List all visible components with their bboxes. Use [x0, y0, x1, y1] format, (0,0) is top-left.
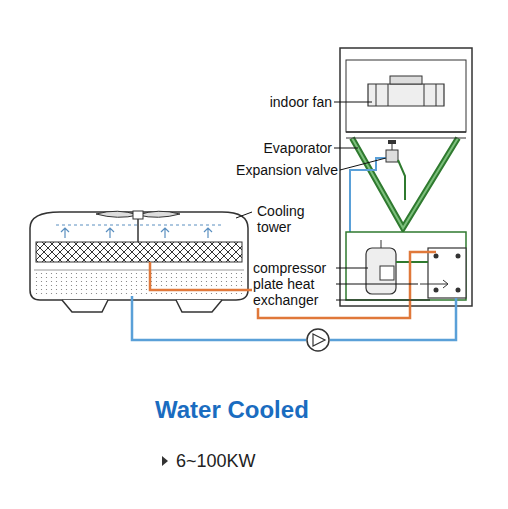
water-pump — [307, 329, 329, 351]
part-label: indoor fan — [269, 94, 333, 110]
capacity-caption: 6~100KW — [176, 450, 256, 472]
water-pipes — [132, 252, 456, 340]
part-label: plate heat exchanger — [252, 276, 336, 308]
part-label: compressor — [252, 260, 327, 276]
part-label: Cooling tower — [256, 203, 320, 235]
cooling-tower — [30, 211, 248, 312]
indoor-unit-cabinet — [340, 48, 472, 306]
part-label: Expansion valve — [235, 162, 339, 178]
leader-lines — [236, 102, 430, 300]
diagram-title: Water Cooled — [155, 396, 309, 424]
part-label: Evaporator — [263, 140, 333, 156]
bullet-triangle — [162, 456, 168, 466]
